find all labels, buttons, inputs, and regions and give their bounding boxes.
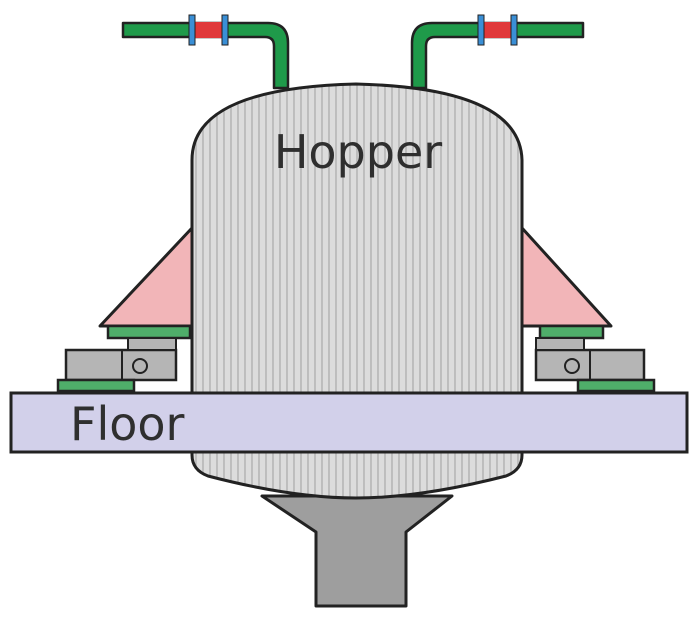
right-mount-assembly [520,226,656,393]
right-upper-mount-plate [538,324,605,340]
left-base-plate [56,378,136,393]
left-upper-mount-plate [106,324,192,340]
pipe-flange [510,14,518,46]
right-load-cell-icon [534,337,646,382]
right-base-plate [576,378,656,393]
right-bracket [520,226,613,328]
pipe-red-band [194,22,228,38]
left-inlet-pipe [121,14,290,90]
pipe-flange [477,14,485,46]
hopper-label: Hopper [274,125,442,179]
pipe-red-band [482,22,516,38]
floor-label: Floor [70,397,185,451]
right-inlet-pipe [410,14,585,90]
pipe-flange [188,14,196,46]
pipe-flange [221,14,229,46]
left-bracket [98,226,194,328]
outlet-cone [260,494,454,608]
left-load-cell-icon [64,337,178,382]
floor-slab: Floor [9,391,689,454]
left-mount-assembly [56,226,194,393]
